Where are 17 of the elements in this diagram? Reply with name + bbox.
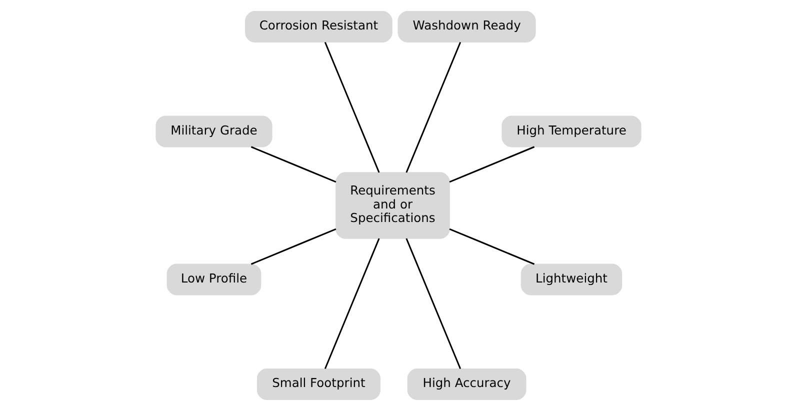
connector xyxy=(324,42,380,173)
node-box: High Temperature xyxy=(501,116,641,148)
node-box: Military Grade xyxy=(155,116,272,148)
connector xyxy=(405,238,461,370)
node-box: Lightweight xyxy=(520,264,622,296)
connector xyxy=(448,146,534,183)
node-box: Low Profile xyxy=(166,264,261,296)
connector xyxy=(250,228,336,265)
node-box: High Accuracy xyxy=(406,368,526,400)
node-box: Requirements and or Specifications xyxy=(335,172,450,239)
connector xyxy=(250,146,336,183)
node-box: Corrosion Resistant xyxy=(244,11,392,42)
connector xyxy=(448,228,534,265)
node-box: Washdown Ready xyxy=(397,11,536,42)
node-box: Small Footprint xyxy=(256,368,380,400)
connector xyxy=(324,238,380,370)
connector xyxy=(405,42,461,173)
